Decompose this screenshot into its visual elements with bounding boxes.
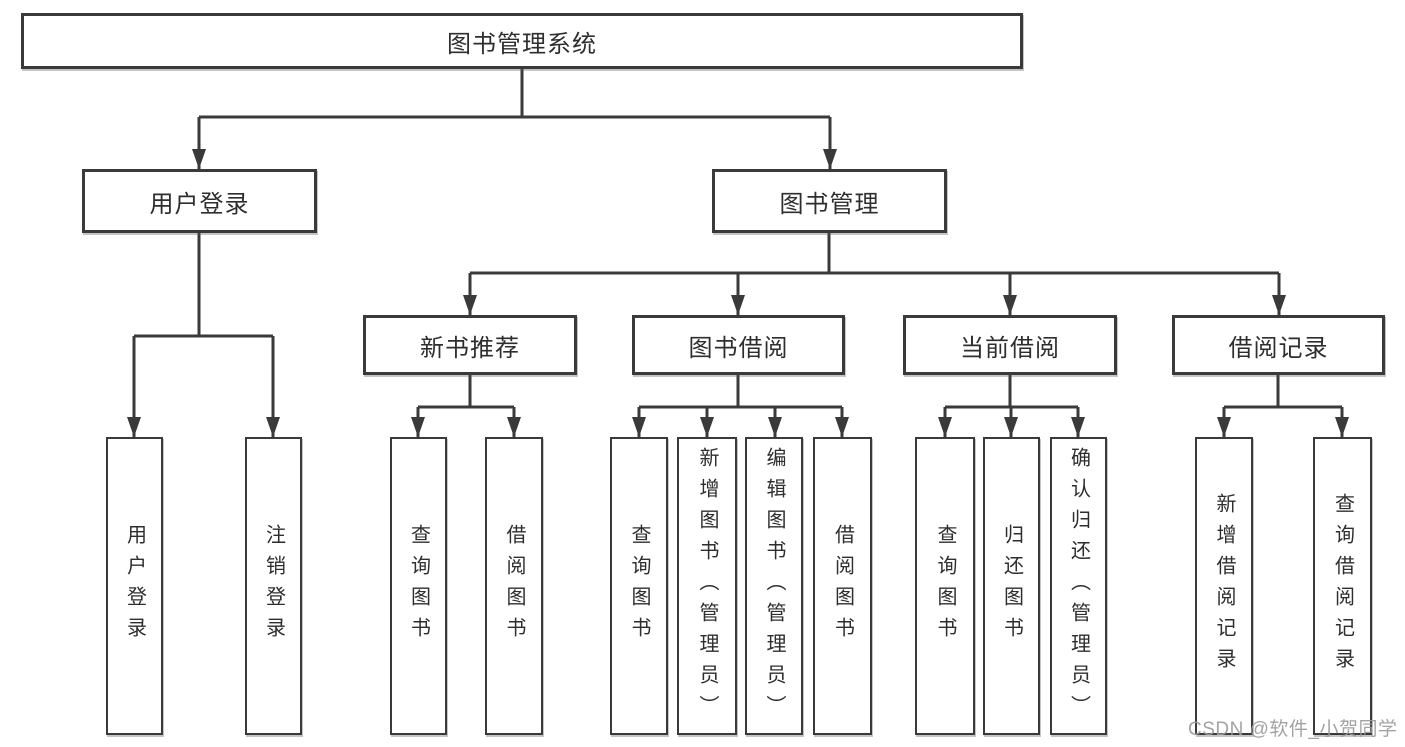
node-borrow-records: 借阅记录 [1172,315,1385,375]
leaf-records-query-record-label: 查询借阅记录 [1331,493,1354,679]
leaf-recommend-query-book: 查询图书 [390,437,447,735]
node-current-borrowing-label: 当前借阅 [960,334,1060,362]
leaf-current-query-book: 查询图书 [915,437,975,735]
node-user-login: 用户登录 [82,169,317,233]
connector-bookmgmt-to-level3 [463,233,1286,315]
leaf-borrowing-borrow-book: 借阅图书 [813,437,872,735]
leaf-current-return-book-label: 归还图书 [1000,524,1023,648]
leaf-current-query-book-label: 查询图书 [934,524,956,648]
node-new-book-recommend-label: 新书推荐 [420,334,520,362]
leaf-logout-label: 注销登录 [262,524,285,648]
leaf-records-add-record-label: 新增借阅记录 [1213,493,1235,679]
leaf-borrowing-edit-book-admin: 编辑图书（管理员） [745,437,803,735]
leaf-recommend-borrow-book: 借阅图书 [485,437,543,735]
node-current-borrowing: 当前借阅 [903,315,1117,375]
node-book-borrowing-label: 图书借阅 [688,334,789,362]
connector-borrowrecords-to-leaves [1217,375,1349,437]
node-borrow-records-label: 借阅记录 [1228,334,1329,362]
leaf-recommend-query-book-label: 查询图书 [407,524,430,648]
connector-bookborrow-to-leaves [632,375,849,437]
leaf-current-confirm-return-admin: 确认归还（管理员） [1050,437,1107,735]
node-new-book-recommend: 新书推荐 [363,315,577,375]
node-book-management: 图书管理 [712,169,947,233]
leaf-user-login-label: 用户登录 [123,524,146,648]
leaf-logout: 注销登录 [245,437,302,735]
connector-currentborrow-to-leaves [938,375,1085,437]
leaf-borrowing-query-book-label: 查询图书 [628,524,650,648]
leaf-current-confirm-return-admin-label: 确认归还（管理员） [1067,446,1090,726]
leaf-borrowing-query-book: 查询图书 [610,437,668,735]
leaf-recommend-borrow-book-label: 借阅图书 [503,524,525,648]
leaf-borrowing-edit-book-admin-label: 编辑图书（管理员） [763,446,785,726]
node-user-login-label: 用户登录 [149,190,250,218]
connector-newbookrec-to-leaves [411,375,521,437]
node-root-label: 图书管理系统 [447,30,597,58]
leaf-borrowing-add-book-admin: 新增图书（管理员） [677,437,737,735]
leaf-borrowing-borrow-book-label: 借阅图书 [831,524,854,648]
leaf-records-add-record: 新增借阅记录 [1195,437,1253,735]
node-root: 图书管理系统 [21,13,1023,69]
connector-root-to-level2 [192,69,837,169]
connector-userlogin-to-leaves [127,233,280,437]
leaf-current-return-book: 归还图书 [983,437,1040,735]
leaf-borrowing-add-book-admin-label: 新增图书（管理员） [696,446,718,726]
csdn-watermark: CSDN @软件_小贺同学 [1188,719,1398,740]
leaf-records-query-record: 查询借阅记录 [1313,437,1372,735]
node-book-borrowing: 图书借阅 [632,315,845,375]
leaf-user-login: 用户登录 [106,437,163,735]
node-book-management-label: 图书管理 [779,190,880,218]
